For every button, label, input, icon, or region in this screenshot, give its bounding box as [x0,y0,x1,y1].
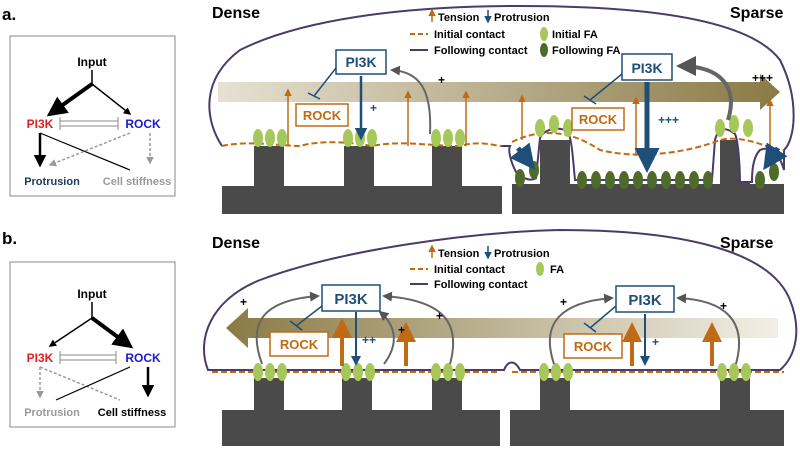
svg-text:Initial contact: Initial contact [434,29,505,41]
network-a-cell-stiffness: Cell stiffness [103,176,171,188]
svg-text:+: + [370,101,377,115]
panel-a-dense-title: Dense [212,5,260,22]
panel-a-sparse-signaling: PI3K ROCK +++ +++ [509,53,788,173]
svg-text:Protrusion: Protrusion [24,407,80,419]
network-a-input-to-rock [91,83,132,115]
svg-text:+: + [240,295,247,309]
pi3k-box-b-dense [321,284,381,312]
svg-text:+: + [398,323,405,337]
svg-text:+: + [438,73,445,87]
network-a-protrusion: Protrusion [24,176,80,188]
svg-text:+++: +++ [658,113,679,127]
panel-b-dense-signaling: PI3K ROCK ++ + + + [240,284,455,366]
network-a-input-to-pi3k [46,82,94,117]
panel-a-dense-substrate [222,146,502,214]
rock-box-a-dense [295,103,349,127]
panel-b-fa [253,363,751,381]
panel-b-sparse-signaling: PI3K ROCK + + + [548,285,741,366]
panel-a-legend: Tension Protrusion Initial contact Initi… [410,8,620,57]
svg-text:+: + [652,335,659,349]
rock-box-b-dense [269,331,329,357]
panel-b-legend: Tension Protrusion Initial contact FA Fo… [410,244,564,291]
svg-text:Cell stiffness: Cell stiffness [98,407,166,419]
panel-b-network: Input PI3K ROCK Protrusion Cell stiffnes… [9,261,176,428]
svg-text:ROCK: ROCK [125,351,161,365]
feedback-arrow-a-sparse [676,56,733,121]
svg-text:ROCK: ROCK [303,108,342,123]
svg-text:PI3K: PI3K [628,292,662,309]
svg-text:ROCK: ROCK [280,337,319,352]
svg-text:PI3K: PI3K [345,54,376,70]
panel-a-dense-signaling: PI3K ROCK + + [295,49,445,141]
panel-b-dense-title: Dense [212,235,260,252]
svg-text:Initial FA: Initial FA [552,29,598,41]
svg-text:+: + [720,299,727,313]
feedback-arrow-a-dense [390,65,432,135]
svg-text:Following contact: Following contact [434,279,528,291]
pi3k-box-a-sparse [621,53,673,81]
panel-a-network: Input PI3K ROCK Protrusion Cell stiffnes… [9,35,176,197]
svg-text:+: + [436,309,443,323]
svg-text:+: + [560,295,567,309]
panel-b-sparse-substrate [510,378,784,446]
rock-box-b-sparse [563,333,623,359]
panel-a-label: a. [2,5,16,24]
svg-text:+++: +++ [752,71,773,85]
panel-a-initial-fa [253,115,753,147]
svg-text:FA: FA [550,264,564,276]
svg-text:Following contact: Following contact [434,45,528,57]
pi3k-box-b-sparse [615,285,675,313]
rock-box-a-sparse [571,107,625,131]
svg-text:PI3K: PI3K [334,291,368,308]
panel-a-sparse-title: Sparse [730,5,783,22]
panel-a-following-fa [515,161,779,189]
svg-text:Protrusion: Protrusion [494,12,550,24]
svg-text:PI3K: PI3K [27,351,54,365]
svg-text:PI3K: PI3K [631,60,662,76]
svg-text:Tension: Tension [438,12,480,24]
network-a-pi3k: PI3K [27,117,54,131]
network-a-input: Input [77,55,106,69]
svg-text:Following FA: Following FA [552,45,620,57]
panel-a-tension-arrows [284,88,774,156]
panel-b-dense-substrate [222,378,500,446]
panel-b-label: b. [2,229,17,248]
svg-text:Protrusion: Protrusion [494,248,550,260]
svg-text:ROCK: ROCK [579,112,618,127]
svg-text:Initial contact: Initial contact [434,264,505,276]
svg-text:ROCK: ROCK [574,339,613,354]
svg-text:Tension: Tension [438,248,480,260]
svg-text:++: ++ [362,333,376,347]
panel-b-tension-arrows [332,318,722,366]
svg-text:Input: Input [77,287,106,301]
network-a-rock: ROCK [125,117,161,131]
panel-b-sparse-title: Sparse [720,235,773,252]
pi3k-box-a-dense [335,49,387,75]
